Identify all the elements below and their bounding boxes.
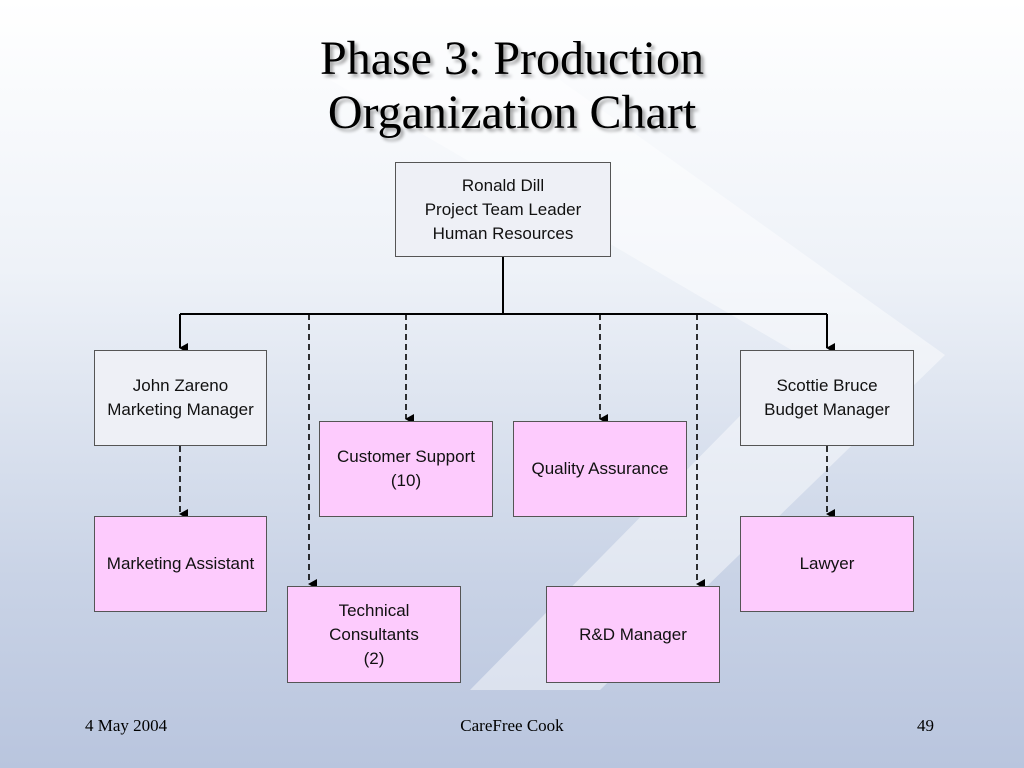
node-john-zareno: John Zareno Marketing Manager: [94, 350, 267, 446]
node-lawyer: Lawyer: [740, 516, 914, 612]
node-rd-manager: R&D Manager: [546, 586, 720, 683]
node-label: Scottie Bruce Budget Manager: [764, 376, 890, 419]
node-marketing-assistant: Marketing Assistant: [94, 516, 267, 612]
node-label: John Zareno Marketing Manager: [107, 376, 254, 419]
node-label: R&D Manager: [579, 624, 687, 644]
node-ronald-dill: Ronald Dill Project Team Leader Human Re…: [395, 162, 611, 257]
node-label: Marketing Assistant: [106, 554, 255, 573]
node-label: Ronald Dill Project Team Leader Human Re…: [424, 175, 582, 243]
slide-title: Phase 3: Production Organization Chart: [0, 32, 1024, 140]
title-line-2: Organization Chart: [327, 86, 697, 139]
node-label: Lawyer: [799, 554, 855, 573]
node-label: Technical Consultants (2): [329, 600, 419, 668]
node-scottie-bruce: Scottie Bruce Budget Manager: [740, 350, 914, 446]
node-label: Customer Support (10): [337, 447, 475, 490]
footer-page-number: 49: [917, 716, 934, 735]
title-line-1: Phase 3: Production: [320, 32, 704, 85]
node-customer-support: Customer Support (10): [319, 421, 493, 517]
node-quality-assurance: Quality Assurance: [513, 421, 687, 517]
footer-date: 4 May 2004: [85, 716, 168, 735]
node-technical-consultants: Technical Consultants (2): [287, 586, 461, 683]
node-label: Quality Assurance: [531, 459, 669, 478]
footer-center-text: CareFree Cook: [460, 716, 564, 735]
